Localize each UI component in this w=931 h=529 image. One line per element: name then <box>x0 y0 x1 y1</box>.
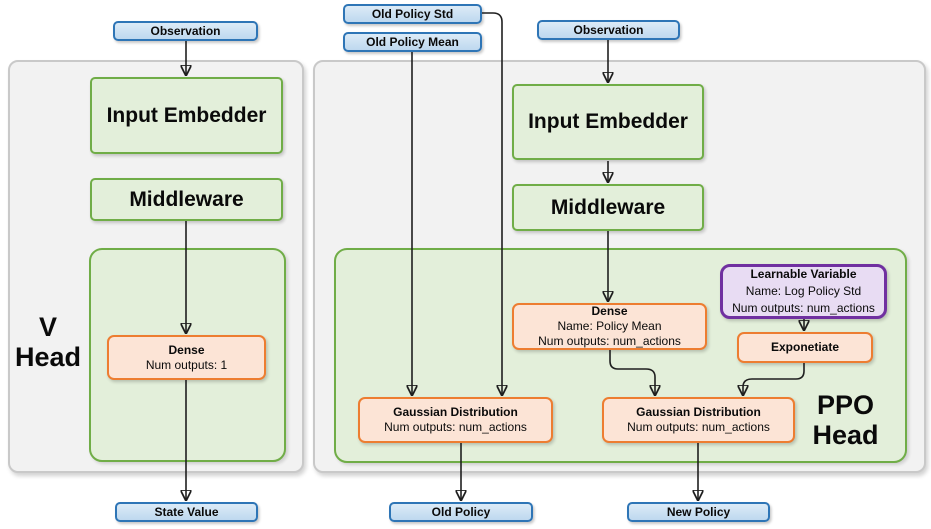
learnable-variable-title: Learnable Variable <box>750 267 857 281</box>
gaussian-distribution-new-node: Gaussian Distribution Num outputs: num_a… <box>602 397 795 443</box>
v-middleware-label: Middleware <box>129 187 244 211</box>
ppo-head-title: PPO Head <box>798 390 893 450</box>
ppo-dense-line2: Num outputs: num_actions <box>538 334 681 348</box>
state-value-label: State Value <box>154 505 219 519</box>
old-policy-output-node: Old Policy <box>389 502 533 522</box>
v-dense-line1: Num outputs: 1 <box>145 357 228 372</box>
old-policy-output-label: Old Policy <box>431 505 491 519</box>
v-observation-node: Observation <box>113 21 258 41</box>
gaussian-old-line1: Num outputs: num_actions <box>384 420 527 434</box>
ppo-dense-line1: Name: Policy Mean <box>557 319 662 333</box>
v-middleware-node: Middleware <box>90 178 283 221</box>
v-dense-node: Dense Num outputs: 1 <box>107 335 266 380</box>
state-value-node: State Value <box>115 502 258 522</box>
ppo-input-embedder-label: Input Embedder <box>528 110 688 133</box>
gaussian-distribution-old-node: Gaussian Distribution Num outputs: num_a… <box>358 397 553 443</box>
ppo-head-title-line2: Head <box>812 420 879 450</box>
exponetiate-node: Exponetiate <box>737 332 873 363</box>
old-policy-std-label: Old Policy Std <box>371 7 454 21</box>
learnable-variable-line2: Num outputs: num_actions <box>732 301 875 315</box>
new-policy-output-node: New Policy <box>627 502 770 522</box>
v-input-embedder-node: Input Embedder <box>90 77 283 154</box>
v-head-title-line1: V <box>38 312 57 342</box>
ppo-head-title-line1: PPO <box>816 390 875 420</box>
old-policy-mean-label: Old Policy Mean <box>366 35 459 49</box>
v-dense-title: Dense <box>168 342 205 357</box>
old-policy-std-node: Old Policy Std <box>343 4 482 24</box>
v-observation-label: Observation <box>150 24 221 38</box>
ppo-middleware-node: Middleware <box>512 184 704 231</box>
ppo-observation-label: Observation <box>573 23 644 37</box>
ppo-observation-node: Observation <box>537 20 680 40</box>
v-input-embedder-label: Input Embedder <box>106 103 267 127</box>
gaussian-new-line1: Num outputs: num_actions <box>627 420 770 434</box>
gaussian-new-title: Gaussian Distribution <box>636 405 761 419</box>
ppo-middleware-label: Middleware <box>550 195 666 219</box>
new-policy-output-label: New Policy <box>666 505 731 519</box>
exponetiate-label: Exponetiate <box>770 340 839 354</box>
gaussian-old-title: Gaussian Distribution <box>393 405 518 419</box>
old-policy-mean-node: Old Policy Mean <box>343 32 482 52</box>
ppo-dense-title: Dense <box>591 304 628 318</box>
ppo-input-embedder-node: Input Embedder <box>512 84 704 160</box>
learnable-variable-line1: Name: Log Policy Std <box>745 284 862 298</box>
v-head-title-line2: Head <box>14 342 82 372</box>
v-head-title: V Head <box>8 312 88 372</box>
learnable-variable-node: Learnable Variable Name: Log Policy Std … <box>720 264 887 319</box>
ppo-dense-node: Dense Name: Policy Mean Num outputs: num… <box>512 303 707 350</box>
